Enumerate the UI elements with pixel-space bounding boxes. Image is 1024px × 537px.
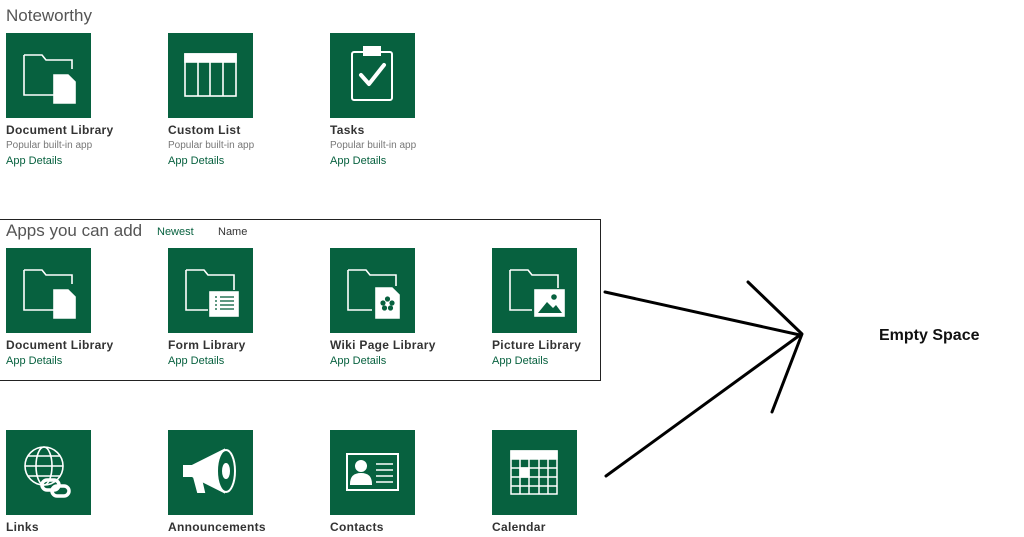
app-name[interactable]: Document Library [6, 338, 114, 352]
app-details-link[interactable]: App Details [330, 355, 387, 367]
app-name[interactable]: Contacts [330, 520, 384, 534]
app-tile-form-library[interactable]: Form Library App Details [168, 248, 318, 368]
calendar-icon[interactable] [492, 430, 577, 515]
app-details-link[interactable]: App Details [330, 155, 387, 167]
app-details-link[interactable]: App Details [6, 155, 63, 167]
document-library-icon[interactable] [6, 33, 91, 118]
app-tile-calendar[interactable]: Calendar [492, 430, 642, 534]
app-details-link[interactable]: App Details [168, 155, 225, 167]
app-tile-custom-list[interactable]: Custom List Popular built-in app App Det… [168, 33, 318, 168]
app-subtitle: Popular built-in app [6, 140, 93, 151]
app-name[interactable]: Wiki Page Library [330, 338, 436, 352]
app-name[interactable]: Form Library [168, 338, 246, 352]
sort-name-link[interactable]: Name [218, 226, 248, 238]
app-tile-picture-library[interactable]: Picture Library App Details [492, 248, 642, 368]
app-details-link[interactable]: App Details [492, 355, 549, 367]
app-name[interactable]: Custom List [168, 123, 241, 137]
app-tile-document-library[interactable]: Document Library Popular built-in app Ap… [6, 33, 156, 168]
app-details-link[interactable]: App Details [168, 355, 225, 367]
app-subtitle: Popular built-in app [330, 140, 417, 151]
app-subtitle: Popular built-in app [168, 140, 255, 151]
app-name[interactable]: Announcements [168, 520, 266, 534]
app-tile-contacts[interactable]: Contacts [330, 430, 480, 534]
app-tile-tasks[interactable]: Tasks Popular built-in app App Details [330, 33, 480, 168]
app-details-link[interactable]: App Details [6, 355, 63, 367]
sort-newest-link[interactable]: Newest [157, 226, 194, 238]
empty-space-annotation: Empty Space [879, 327, 980, 344]
globe-link-icon[interactable] [6, 430, 91, 515]
picture-library-icon[interactable] [492, 248, 577, 333]
contact-card-icon[interactable] [330, 430, 415, 515]
app-name[interactable]: Links [6, 520, 39, 534]
noteworthy-heading: Noteworthy [6, 6, 92, 25]
app-name[interactable]: Picture Library [492, 338, 582, 352]
wiki-page-library-icon[interactable] [330, 248, 415, 333]
tasks-clipboard-icon[interactable] [330, 33, 415, 118]
custom-list-icon[interactable] [168, 33, 253, 118]
app-name[interactable]: Tasks [330, 123, 365, 137]
app-tile-document-library-add[interactable]: Document Library App Details [6, 248, 156, 368]
document-library-icon[interactable] [6, 248, 91, 333]
app-tile-wiki-page-library[interactable]: Wiki Page Library App Details [330, 248, 480, 368]
app-tile-announcements[interactable]: Announcements [168, 430, 318, 534]
apps-you-can-add-heading: Apps you can add [6, 221, 143, 240]
app-name[interactable]: Document Library [6, 123, 114, 137]
app-tile-links[interactable]: Links [6, 430, 156, 534]
app-name[interactable]: Calendar [492, 520, 546, 534]
form-library-icon[interactable] [168, 248, 253, 333]
highlight-box [0, 219, 601, 381]
megaphone-icon[interactable] [168, 430, 253, 515]
